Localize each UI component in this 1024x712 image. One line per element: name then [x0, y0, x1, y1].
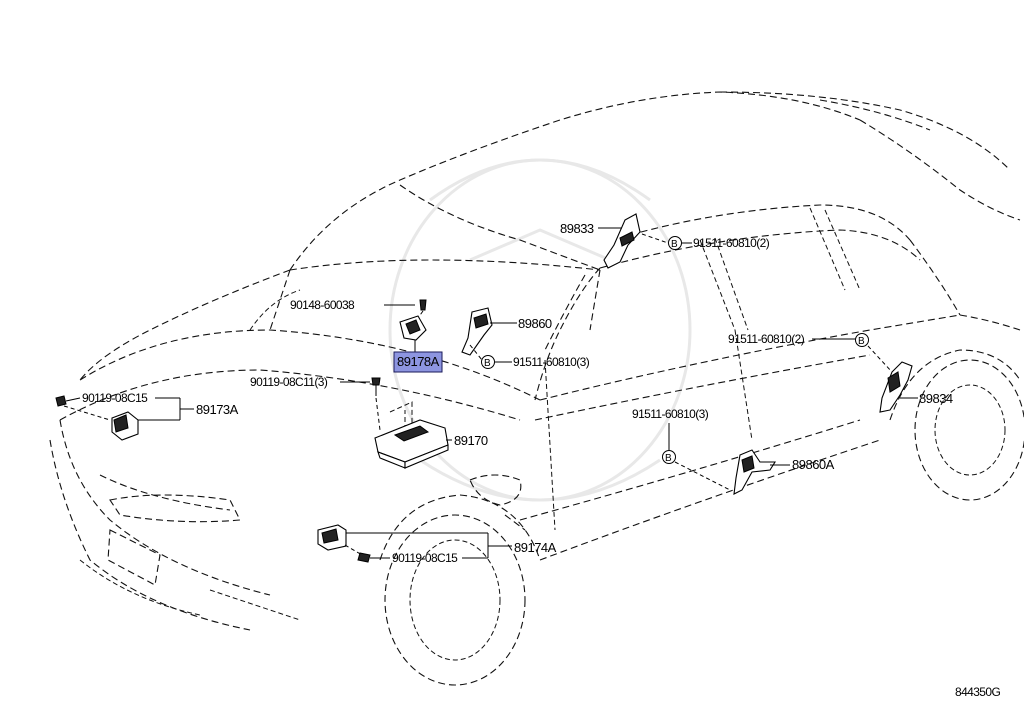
- fastener-90119-c15-bottom: 90119-08C15: [392, 551, 458, 565]
- figure-code: 844350G: [955, 685, 1000, 699]
- part-89173a-sensor[interactable]: 89173A: [111, 398, 239, 441]
- fastener-90148: 90148-60038: [290, 298, 355, 312]
- bolt-90119-c15-left[interactable]: 90119-08C15: [55, 391, 180, 421]
- screw-90148[interactable]: 90148-60038: [290, 298, 427, 323]
- label-89860a-text: 89860A: [792, 457, 835, 472]
- fastener-91511-b: 91511-60810(3): [513, 355, 590, 369]
- callout-b-4-letter: B: [665, 453, 672, 464]
- label-89834-text: 89834: [919, 391, 953, 406]
- fastener-91511-c: 91511-60810(2): [728, 332, 805, 346]
- bolt-90119-c11[interactable]: 90119-08C11(3): [250, 375, 381, 431]
- fastener-91511-d: 91511-60810(3): [632, 407, 709, 421]
- label-89860[interactable]: 89860: [490, 316, 552, 331]
- label-89860-text: 89860: [518, 316, 552, 331]
- highlight-89178a: [393, 351, 443, 373]
- callout-b-3[interactable]: 91511-60810(2) B: [728, 332, 893, 373]
- callout-b-3-letter: B: [858, 336, 865, 347]
- callout-b-2-letter: B: [484, 358, 491, 369]
- fastener-90119-c11: 90119-08C11(3): [250, 375, 328, 389]
- callout-b-1[interactable]: B 91511-60810(2): [641, 233, 770, 250]
- label-89833[interactable]: 89833: [560, 221, 622, 236]
- part-89174a-sensor[interactable]: 89174A: [317, 524, 557, 558]
- bolt-90119-c15-bottom[interactable]: 90119-08C15: [344, 544, 488, 565]
- part-89178a-sensor[interactable]: 89178A: [393, 315, 443, 373]
- label-89178a-text: 89178A: [397, 354, 440, 369]
- label-89174a-text: 89174A: [514, 540, 557, 555]
- part-89833-sensor[interactable]: [603, 213, 641, 269]
- watermark-emblem: [388, 158, 692, 502]
- part-89860a-sensor[interactable]: 89860A: [733, 449, 835, 495]
- label-89833-text: 89833: [560, 221, 594, 236]
- part-89860-sensor[interactable]: [461, 307, 493, 356]
- label-89170-text: 89170: [454, 433, 488, 448]
- fastener-90119-c15-left: 90119-08C15: [82, 391, 148, 405]
- callout-b-2[interactable]: B 91511-60810(3): [469, 344, 590, 369]
- part-89834-sensor[interactable]: 89834: [879, 361, 953, 413]
- callout-b-1-letter: B: [671, 239, 678, 250]
- part-89170-ecu[interactable]: 89170: [374, 401, 488, 469]
- fastener-91511-a: 91511-60810(2): [693, 236, 770, 250]
- car-outline: [49, 91, 1024, 686]
- label-89173a-text: 89173A: [196, 402, 239, 417]
- callout-b-4[interactable]: 91511-60810(3) B: [632, 407, 731, 491]
